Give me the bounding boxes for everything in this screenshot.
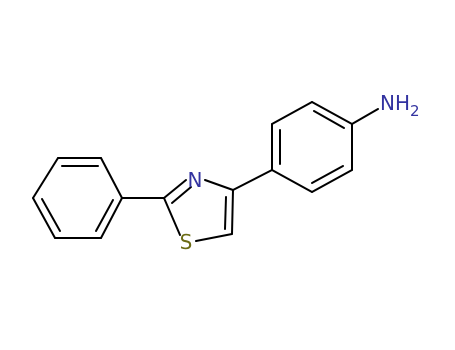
bond [163,197,181,236]
phenyl-ring [32,157,123,239]
bond [311,169,353,193]
double-bond-inner [224,196,227,230]
bond [271,101,313,125]
bond [195,233,233,242]
bond [163,179,187,199]
thiazole-ring [163,179,234,242]
bond [351,108,379,125]
aniline-ring [271,101,353,193]
double-bond-inner [171,186,192,204]
bond [271,169,313,193]
bond [32,157,59,199]
double-bond-inner [95,199,114,232]
bond [32,197,56,239]
amine-group-label: NH2 [380,91,420,120]
amine-main-label: NH [380,91,410,115]
bond [232,169,273,191]
double-bond-inner [313,110,345,129]
double-bond-inner [41,198,61,232]
amine-subscript: 2 [410,102,420,120]
bond [100,157,123,199]
sulfur-atom-label: S [180,230,193,254]
nitrogen-atom-label: N [188,168,203,192]
bond [204,179,234,191]
bond [231,189,234,235]
bond [311,101,353,125]
double-bond-inner [311,165,344,184]
bond [100,197,123,239]
